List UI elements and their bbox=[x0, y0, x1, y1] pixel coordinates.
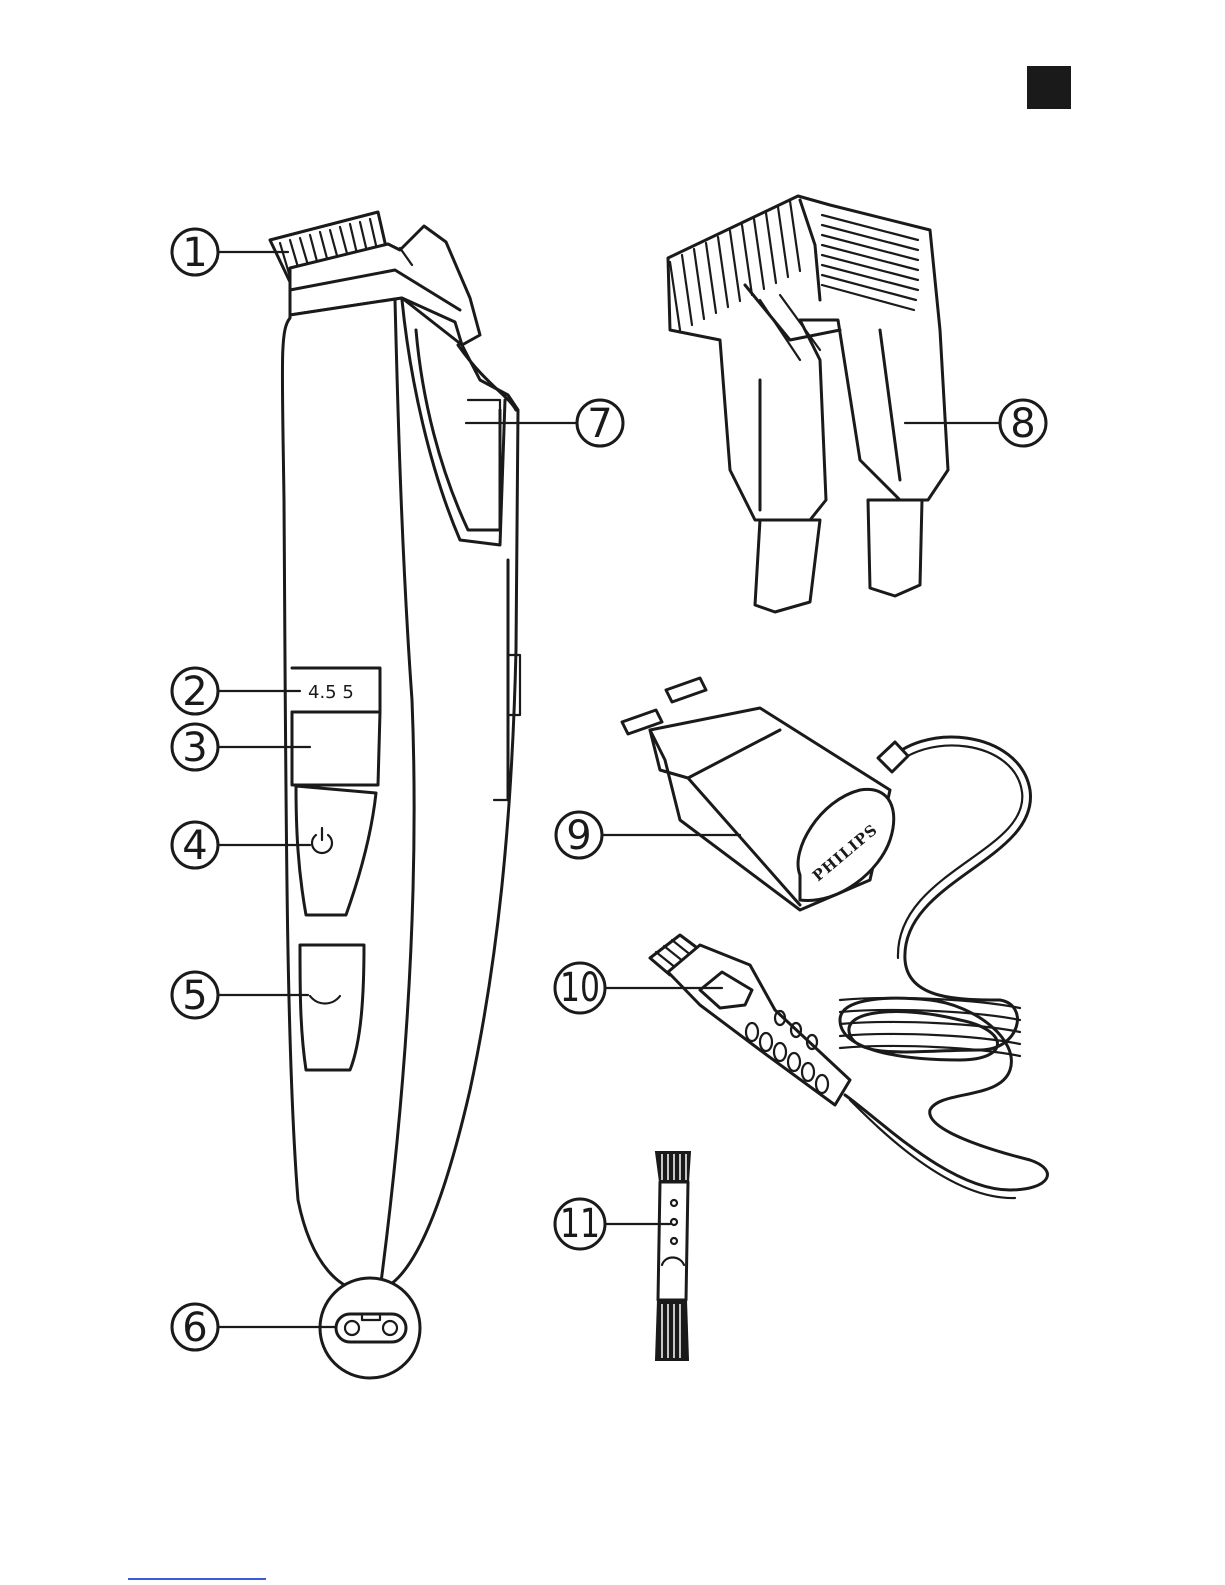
callout-11: 11 bbox=[555, 1199, 670, 1249]
beard-comb bbox=[668, 196, 948, 612]
svg-text:4: 4 bbox=[182, 823, 207, 869]
cleaning-brush bbox=[656, 1152, 690, 1360]
svg-text:3: 3 bbox=[182, 725, 207, 771]
appliance-socket bbox=[336, 1314, 406, 1342]
callout-2: 2 bbox=[172, 668, 300, 715]
svg-text:5: 5 bbox=[182, 973, 207, 1019]
svg-text:11: 11 bbox=[560, 1201, 600, 1247]
svg-text:6: 6 bbox=[182, 1305, 207, 1351]
svg-text:7: 7 bbox=[587, 401, 612, 447]
callout-1: 1 bbox=[172, 229, 288, 276]
callout-6: 6 bbox=[172, 1304, 336, 1351]
svg-text:9: 9 bbox=[566, 813, 591, 859]
display-readout: 4.5 5 bbox=[308, 682, 354, 703]
appliance-plug bbox=[650, 935, 850, 1105]
turbo-button[interactable] bbox=[300, 945, 364, 1070]
svg-text:8: 8 bbox=[1010, 401, 1035, 447]
svg-text:1: 1 bbox=[182, 230, 207, 276]
beard-trimmer: 4.5 5 bbox=[270, 212, 520, 1378]
svg-text:10: 10 bbox=[560, 965, 600, 1011]
svg-text:2: 2 bbox=[182, 669, 207, 715]
